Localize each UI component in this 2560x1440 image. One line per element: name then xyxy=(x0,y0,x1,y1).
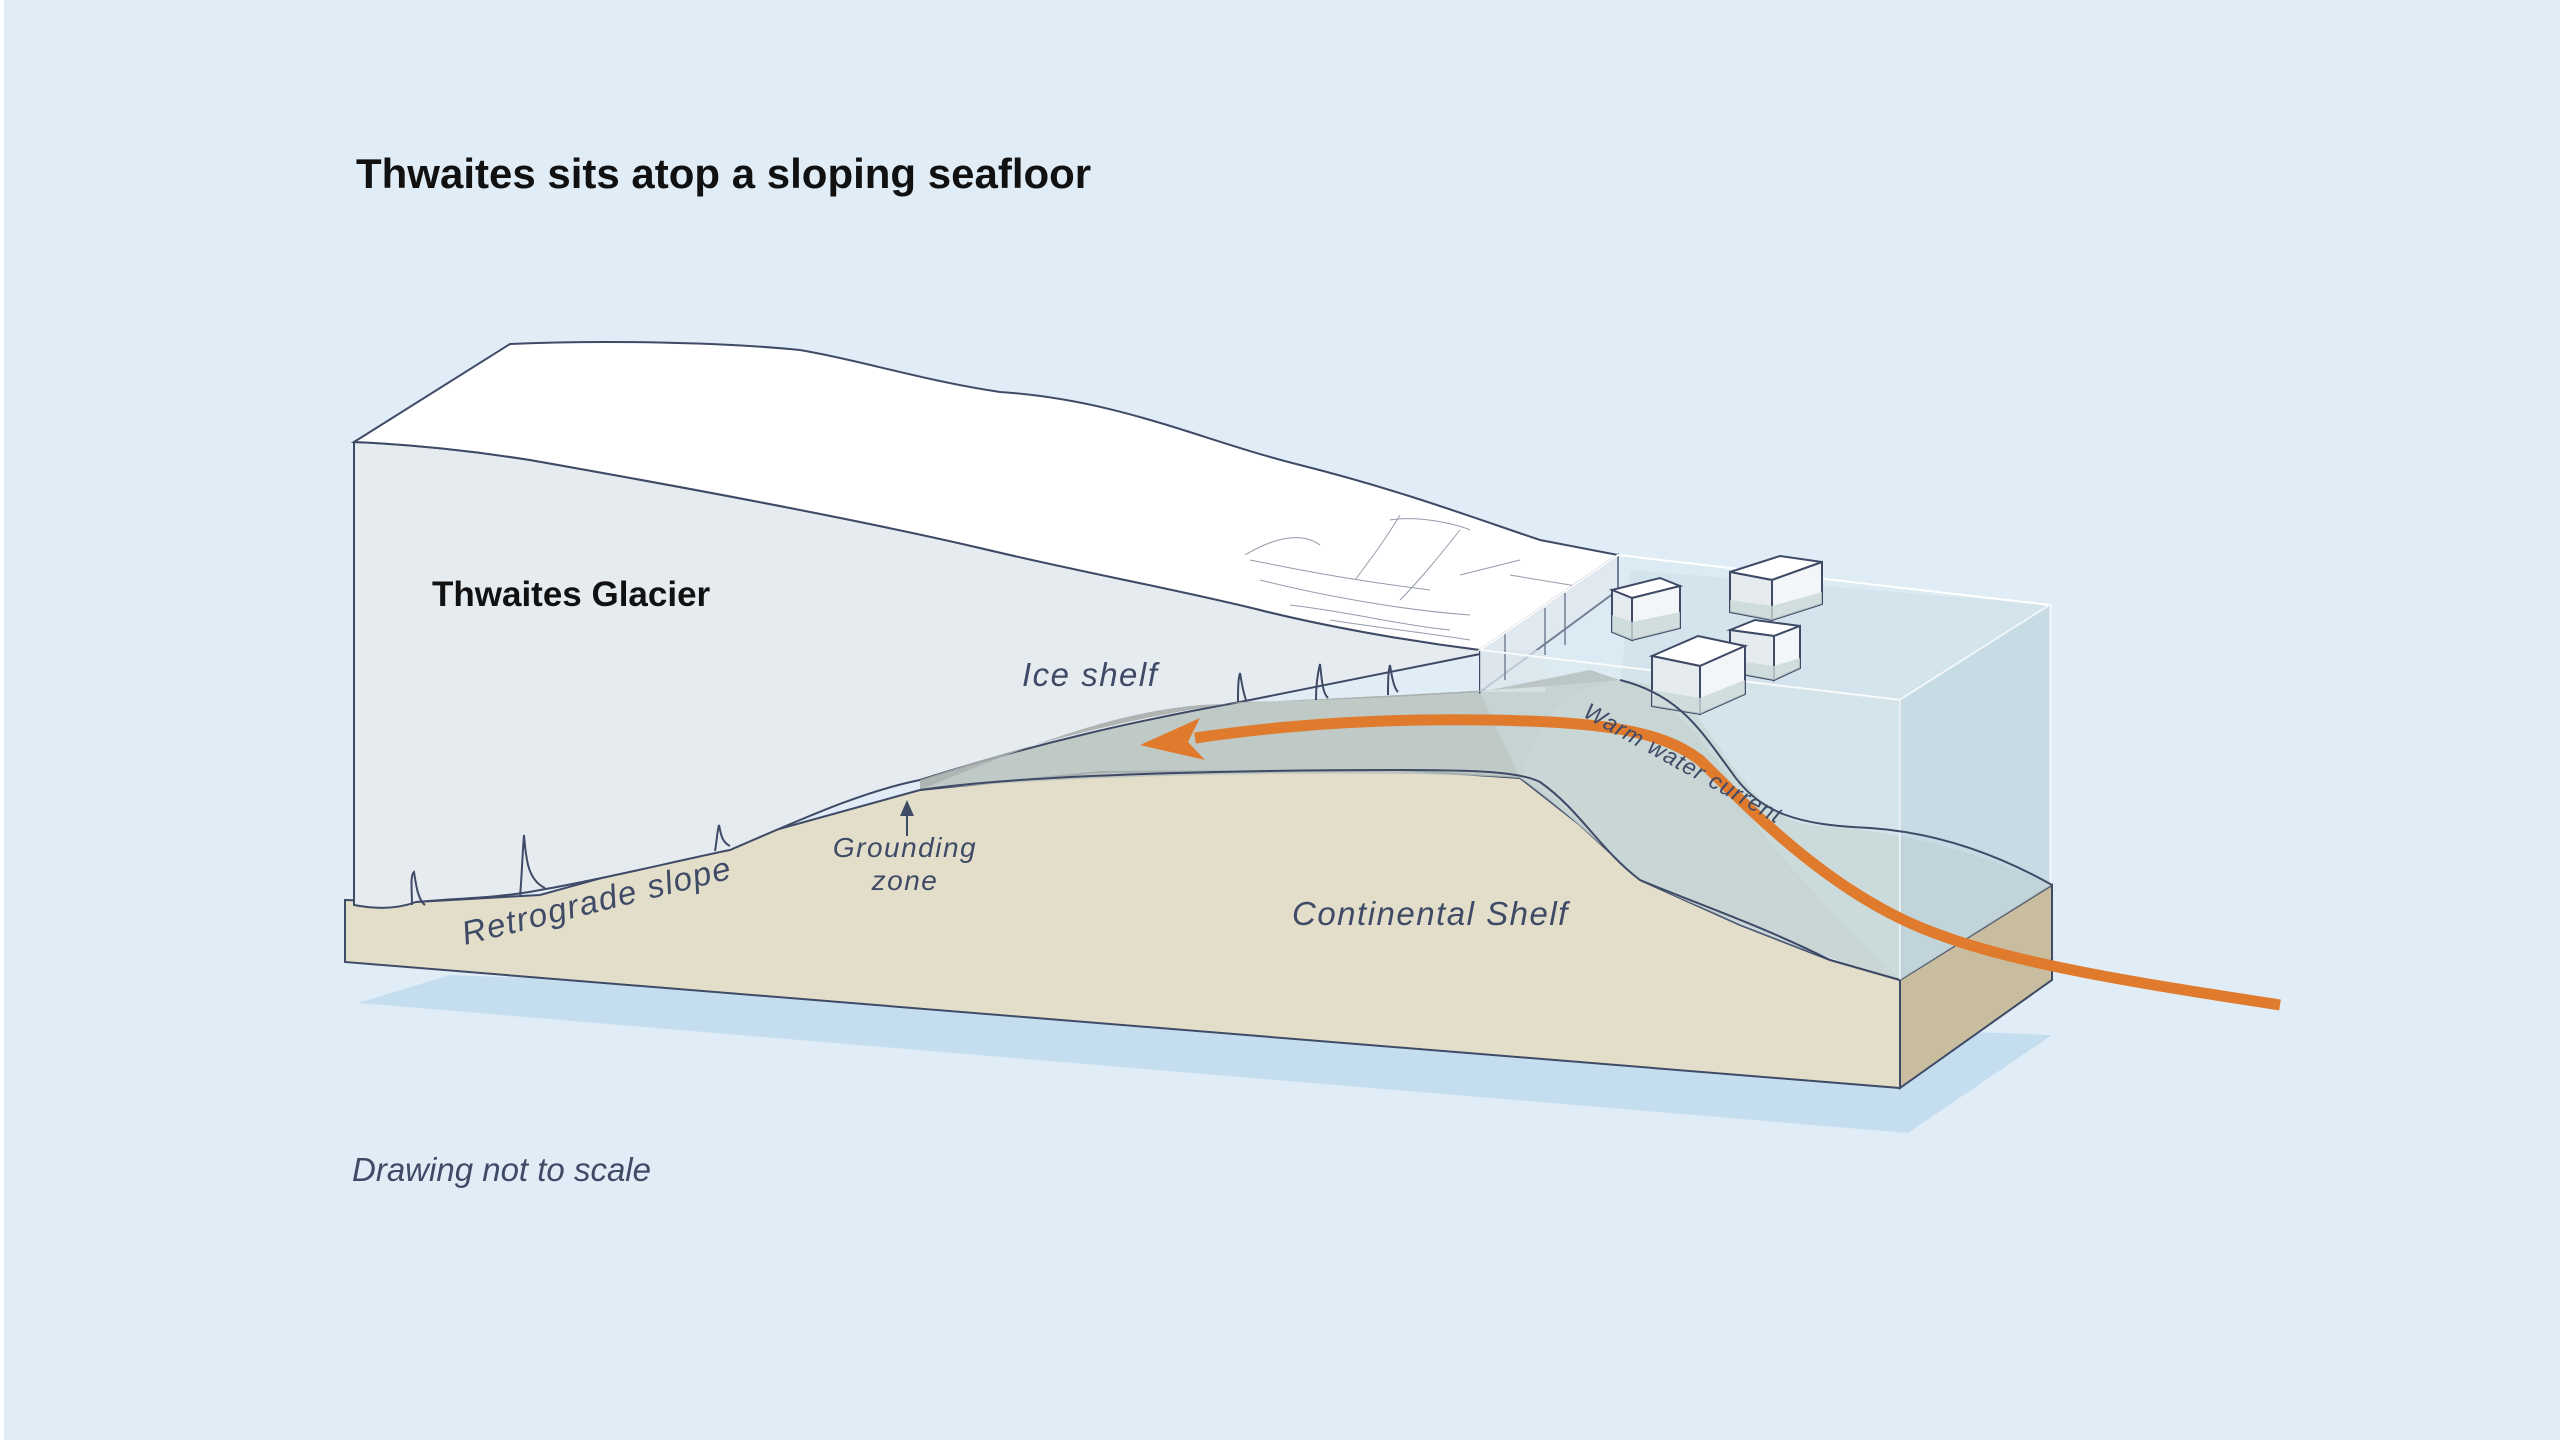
seafloor-back-contour xyxy=(1619,679,2053,886)
ice-shelf-underside xyxy=(920,670,1620,790)
block-shadow xyxy=(358,975,2052,1133)
left-edge xyxy=(0,0,4,1440)
continental-shelf-label: Continental Shelf xyxy=(1292,895,1571,932)
basal-crevasses xyxy=(410,663,1399,906)
icebergs xyxy=(1608,554,1823,716)
not-to-scale-note: Drawing not to scale xyxy=(352,1151,651,1188)
warm-water-current-arrow xyxy=(1194,714,2281,1011)
water-side-face xyxy=(1900,605,2050,980)
grounding-zone-label-line1: Grounding xyxy=(833,832,977,863)
water-front-face xyxy=(1480,650,1900,980)
grounding-zone-label-line2: zone xyxy=(871,865,939,896)
thwaites-glacier-label: Thwaites Glacier xyxy=(432,575,711,614)
crevasse-lines xyxy=(1244,514,1601,641)
diagram-title: Thwaites sits atop a sloping seafloor xyxy=(356,150,1091,197)
current-arrowhead xyxy=(1140,718,1205,760)
seafloor-contour xyxy=(919,768,1901,981)
seafloor-side xyxy=(1899,883,2053,1090)
grounding-zone-marker xyxy=(900,800,914,836)
ice-shelf-label: Ice shelf xyxy=(1022,656,1161,693)
